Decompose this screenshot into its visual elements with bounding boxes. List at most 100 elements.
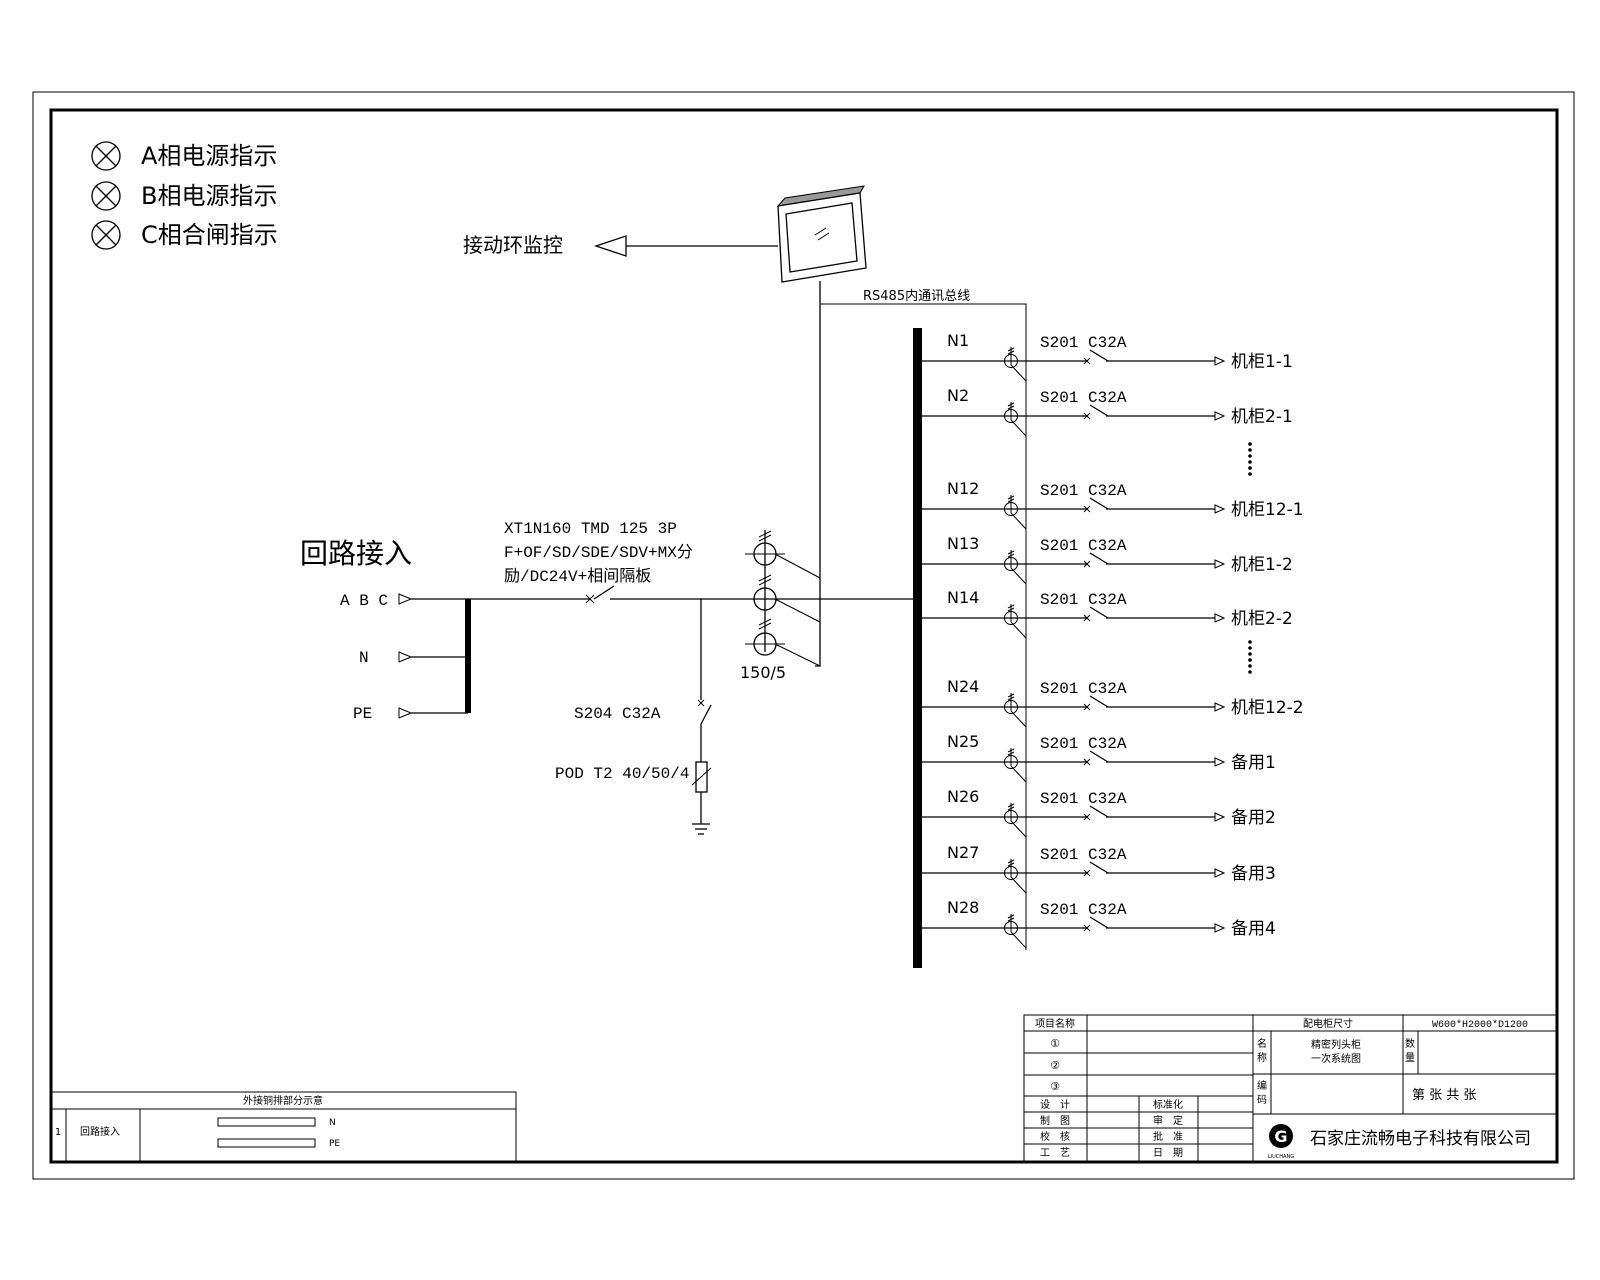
continuation-dots bbox=[1248, 442, 1252, 476]
role-approve: 批 准 bbox=[1153, 1130, 1183, 1143]
distribution-busbar bbox=[913, 328, 922, 968]
terminal-arrow-icon bbox=[398, 593, 413, 605]
main-breaker-line-3: 励/DC24V+相间隔板 bbox=[504, 567, 651, 586]
svg-text:G: G bbox=[1274, 1127, 1287, 1146]
branch-load-label: 机柜2-1 bbox=[1231, 407, 1293, 427]
branch-id: N12 bbox=[947, 479, 979, 498]
main-breaker-line-2: F+OF/SD/SDE/SDV+MX分 bbox=[504, 543, 693, 562]
legend-label-c: C相合闸指示 bbox=[141, 221, 278, 249]
branch-load-label: 备用1 bbox=[1231, 753, 1276, 773]
incoming-busbar bbox=[465, 599, 471, 713]
phase-label-pe: PE bbox=[353, 705, 372, 723]
qty-label-2: 量 bbox=[1405, 1052, 1415, 1064]
current-transformer-icon bbox=[745, 530, 821, 667]
drawing-name-2: 一次系统图 bbox=[1311, 1052, 1361, 1065]
copper-table-title: 外接铜排部分示意 bbox=[243, 1094, 323, 1107]
copper-bar-pe-label: PE bbox=[329, 1139, 340, 1149]
role-review: 审 定 bbox=[1153, 1114, 1183, 1127]
branch-id: N24 bbox=[947, 677, 979, 696]
branch-breaker-symbol bbox=[1083, 861, 1215, 877]
output-arrow-icon bbox=[1214, 504, 1226, 514]
company-name: 石家庄流畅电子科技有限公司 bbox=[1310, 1129, 1531, 1149]
monitor-arrow-icon bbox=[593, 235, 627, 257]
phase-label-n: N bbox=[359, 649, 369, 667]
branch-load-label: 备用2 bbox=[1231, 808, 1276, 828]
cabinet-size-label: 配电柜尺寸 bbox=[1303, 1017, 1353, 1030]
branch-ct-icon bbox=[1004, 693, 1027, 728]
branch-ct-icon bbox=[1004, 914, 1027, 949]
company-logo-icon: G LIUCHANG bbox=[1268, 1124, 1294, 1160]
role-check: 校 核 bbox=[1040, 1130, 1070, 1143]
revision-1: ① bbox=[1050, 1037, 1060, 1050]
role-standard: 标准化 bbox=[1153, 1098, 1183, 1111]
name-label-2: 称 bbox=[1257, 1051, 1267, 1064]
drawing-name-1: 精密列头柜 bbox=[1311, 1038, 1361, 1051]
output-arrow-icon bbox=[1214, 559, 1226, 569]
phase-label-abc: A B C bbox=[340, 592, 388, 610]
copper-row-label: 回路接入 bbox=[80, 1125, 120, 1138]
branch-breaker-label: S201 C32A bbox=[1040, 901, 1127, 919]
rs485-label: RS485内通讯总线 bbox=[863, 288, 970, 304]
output-arrow-icon bbox=[1214, 613, 1226, 623]
branch-breaker-symbol bbox=[1083, 750, 1215, 766]
branch-ct-icon bbox=[1004, 748, 1027, 783]
branch-breaker-symbol bbox=[1083, 552, 1215, 568]
branch-ct-icon bbox=[1004, 347, 1027, 382]
indicator-lamp-icon bbox=[91, 181, 121, 211]
title-block: 项目名称 ① ② ③ 设 计 制 图 校 核 工 艺 标准化 审 定 批 准 日… bbox=[1023, 1014, 1558, 1163]
copper-bar-n bbox=[217, 1117, 316, 1127]
qty-label-1: 数 bbox=[1405, 1037, 1415, 1050]
branch-row: N24 S201 C32A 机柜12-2 bbox=[920, 677, 1304, 728]
output-arrow-icon bbox=[1214, 411, 1226, 421]
revision-2: ② bbox=[1050, 1059, 1060, 1072]
branch-id: N1 bbox=[947, 331, 969, 350]
main-breaker-symbol bbox=[585, 585, 916, 604]
revision-3: ③ bbox=[1050, 1080, 1060, 1093]
branch-breaker-label: S201 C32A bbox=[1040, 482, 1127, 500]
branch-breaker-label: S201 C32A bbox=[1040, 591, 1127, 609]
branch-breaker-label: S201 C32A bbox=[1040, 537, 1127, 555]
role-date: 日 期 bbox=[1153, 1147, 1183, 1159]
branch-load-label: 机柜1-1 bbox=[1231, 352, 1293, 372]
project-name-label: 项目名称 bbox=[1035, 1017, 1075, 1030]
role-process: 工 艺 bbox=[1040, 1147, 1070, 1159]
branch-ct-icon bbox=[1004, 495, 1027, 530]
branch-breaker-symbol bbox=[1083, 695, 1215, 711]
spd-breaker-label: S204 C32A bbox=[574, 705, 661, 723]
copper-bar-n-label: N bbox=[329, 1118, 336, 1128]
indicator-lamp-icon bbox=[91, 220, 121, 250]
branch-load-label: 机柜12-1 bbox=[1231, 500, 1304, 520]
legend-label-b: B相电源指示 bbox=[141, 182, 277, 210]
branch-breaker-symbol bbox=[1083, 606, 1215, 622]
branch-ct-icon bbox=[1004, 402, 1027, 437]
copper-row-no: 1 bbox=[55, 1127, 61, 1138]
indicator-legend: A相电源指示 B相电源指示 C相合闸指示 bbox=[91, 141, 278, 250]
branch-load-label: 机柜12-2 bbox=[1231, 698, 1304, 718]
branch-id: N2 bbox=[947, 386, 969, 405]
branch-load-label: 备用4 bbox=[1231, 919, 1276, 939]
branch-ct-icon bbox=[1004, 803, 1027, 838]
outer-frame bbox=[32, 91, 1575, 1180]
branch-row: N12 S201 C32A 机柜12-1 bbox=[920, 479, 1304, 530]
incoming-title: 回路接入 bbox=[300, 537, 412, 570]
output-arrow-icon bbox=[1214, 868, 1226, 878]
branch-breaker-label: S201 C32A bbox=[1040, 680, 1127, 698]
branch-breaker-symbol bbox=[1083, 404, 1215, 420]
output-arrow-icon bbox=[1214, 757, 1226, 767]
cabinet-size-value: W600*H2000*D1200 bbox=[1432, 1019, 1528, 1031]
role-design: 设 计 bbox=[1040, 1098, 1070, 1111]
branch-breaker-symbol bbox=[1083, 497, 1215, 513]
branch-breaker-label: S201 C32A bbox=[1040, 790, 1127, 808]
branch-ct-icon bbox=[1004, 550, 1027, 585]
ground-icon bbox=[692, 823, 710, 835]
branch-load-label: 备用3 bbox=[1231, 864, 1276, 884]
branch-ct-icon bbox=[1004, 859, 1027, 894]
copper-bar-table: 外接铜排部分示意 1 回路接入 N PE bbox=[50, 1091, 517, 1163]
